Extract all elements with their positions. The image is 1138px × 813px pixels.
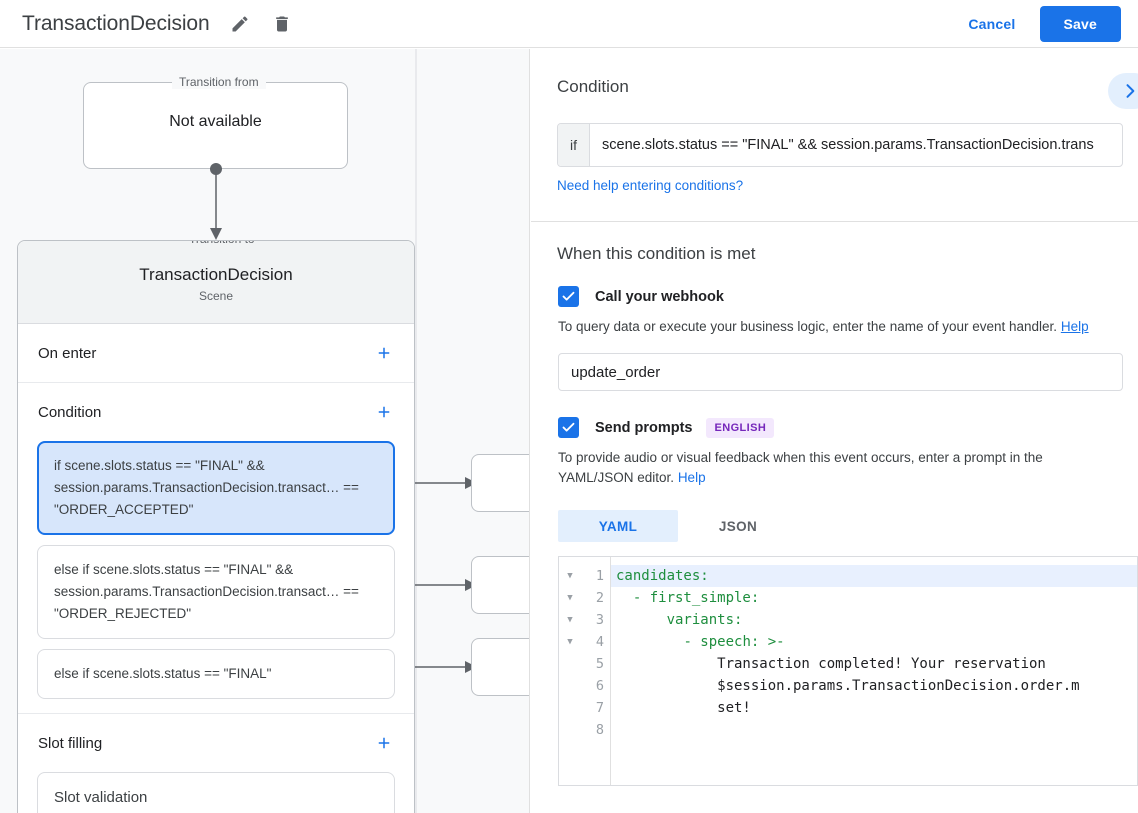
code-editor[interactable]: ▼ ▼ ▼ ▼ 1 2 3 4 5 6 7 8 candidates: - first_simple… (558, 556, 1138, 786)
condition-heading: Condition (557, 77, 629, 96)
editor-format-tabs: YAML JSON (558, 510, 1138, 542)
fold-spacer (559, 719, 581, 741)
transition-from-value: Not available (169, 113, 262, 130)
code-line[interactable]: - first_simple: (632, 590, 760, 606)
scene-name: TransactionDecision (139, 265, 293, 284)
line-number: 2 (595, 590, 604, 606)
condition-item-1[interactable]: if scene.slots.status == "FINAL" && sess… (37, 441, 395, 535)
add-on-enter-button[interactable] (372, 341, 396, 365)
prompts-row: Send prompts ENGLISH (558, 417, 1138, 438)
target-node-3[interactable] (471, 638, 529, 696)
prompts-checkbox[interactable] (558, 417, 579, 438)
line-number: 5 (595, 656, 604, 672)
line-number: 4 (595, 634, 604, 650)
editor-code-area[interactable]: candidates: - first_simple: variants: - … (611, 557, 1137, 785)
condition-if-prefix: if (558, 124, 590, 166)
section-title-condition: Condition (38, 403, 102, 421)
trash-icon[interactable] (270, 12, 294, 36)
condition-section: Condition if Need help entering conditio… (531, 49, 1138, 222)
target-node-2[interactable] (471, 556, 529, 614)
prompts-help-link[interactable]: Help (677, 470, 706, 485)
prompts-label: Send prompts (595, 419, 693, 436)
code-line[interactable]: - speech: >- (683, 634, 785, 650)
condition-input-group[interactable]: if (557, 123, 1123, 167)
condition-input[interactable] (590, 124, 1122, 166)
when-condition-met-heading: When this condition is met (557, 244, 756, 263)
code-line[interactable]: variants: (666, 612, 743, 628)
fold-caret-icon[interactable]: ▼ (567, 615, 573, 625)
line-number: 6 (595, 678, 604, 694)
add-slot-filling-button[interactable] (372, 731, 396, 755)
pencil-icon[interactable] (228, 12, 252, 36)
detail-panel: Condition if Need help entering conditio… (531, 49, 1138, 813)
line-number: 7 (595, 700, 604, 716)
target-node-1[interactable] (471, 454, 529, 512)
fold-spacer (559, 675, 581, 697)
chevron-right-icon[interactable] (1108, 73, 1138, 109)
condition-item-3[interactable]: else if scene.slots.status == "FINAL" (37, 649, 395, 699)
code-line[interactable]: Transaction completed! Your reservation (616, 656, 1046, 672)
line-number: 8 (595, 722, 604, 738)
scene-kind: Scene (198, 289, 234, 303)
webhook-help-link[interactable]: Help (1060, 319, 1089, 334)
scene-header[interactable]: Transition to TransactionDecision Scene (18, 241, 414, 324)
section-header-slot-filling: Slot filling (18, 714, 414, 772)
webhook-row: Call your webhook (558, 286, 1138, 307)
tab-json[interactable]: JSON (718, 518, 758, 534)
condition-item-2[interactable]: else if scene.slots.status == "FINAL" &&… (37, 545, 395, 639)
prompts-helper-text: To provide audio or visual feedback when… (558, 448, 1112, 488)
fold-spacer (559, 697, 581, 719)
section-slot-filling: Slot filling Slot validation (18, 714, 414, 813)
fold-caret-icon[interactable]: ▼ (567, 637, 573, 647)
editor-line-numbers: 1 2 3 4 5 6 7 8 (581, 557, 611, 785)
section-header-on-enter: On enter (18, 324, 414, 382)
condition-help-link[interactable]: Need help entering conditions? (557, 178, 744, 193)
fold-caret-icon[interactable]: ▼ (567, 571, 573, 581)
cancel-button[interactable]: Cancel (952, 7, 1031, 41)
webhook-handler-input[interactable] (558, 353, 1123, 391)
line-number: 1 (595, 568, 604, 584)
add-condition-button[interactable] (372, 400, 396, 424)
section-header-condition: Condition (18, 383, 414, 441)
fold-caret-icon[interactable]: ▼ (567, 593, 573, 603)
when-condition-met-section: When this condition is met Call your web… (531, 222, 1138, 786)
code-line[interactable]: set! (616, 700, 751, 716)
condition-list: if scene.slots.status == "FINAL" && sess… (18, 441, 414, 713)
code-line[interactable] (611, 719, 1137, 741)
tab-yaml[interactable]: YAML (558, 510, 678, 542)
editor-fold-gutter: ▼ ▼ ▼ ▼ (559, 557, 581, 785)
section-title-on-enter: On enter (38, 344, 97, 362)
prompts-helper-copy: To provide audio or visual feedback when… (558, 450, 1043, 485)
scene-card: Transition to TransactionDecision Scene … (17, 240, 415, 813)
section-title-slot-filling: Slot filling (38, 734, 103, 752)
language-badge: ENGLISH (706, 417, 775, 438)
section-condition: Condition if scene.slots.status == "FINA… (18, 383, 414, 714)
top-app-bar: TransactionDecision Cancel Save (0, 0, 1138, 48)
webhook-label: Call your webhook (595, 288, 724, 305)
line-number: 3 (595, 612, 604, 628)
fold-spacer (559, 653, 581, 675)
webhook-helper-text: To query data or execute your business l… (558, 317, 1112, 337)
section-on-enter: On enter (18, 324, 414, 383)
transition-from-box: Transition from Not available (83, 75, 348, 169)
webhook-checkbox[interactable] (558, 286, 579, 307)
transition-from-legend: Transition from (172, 75, 266, 89)
save-button[interactable]: Save (1039, 5, 1121, 42)
webhook-helper-copy: To query data or execute your business l… (558, 319, 1058, 334)
slot-validation-item[interactable]: Slot validation (37, 772, 395, 813)
flow-canvas[interactable]: Transition from Not available Transition… (0, 49, 530, 813)
flow-arrow-icon (210, 163, 222, 240)
code-line[interactable]: $session.params.TransactionDecision.orde… (616, 678, 1080, 694)
code-line[interactable]: candidates: (611, 565, 1137, 587)
transition-to-legend: Transition to (182, 241, 262, 246)
page-title: TransactionDecision (22, 11, 210, 35)
